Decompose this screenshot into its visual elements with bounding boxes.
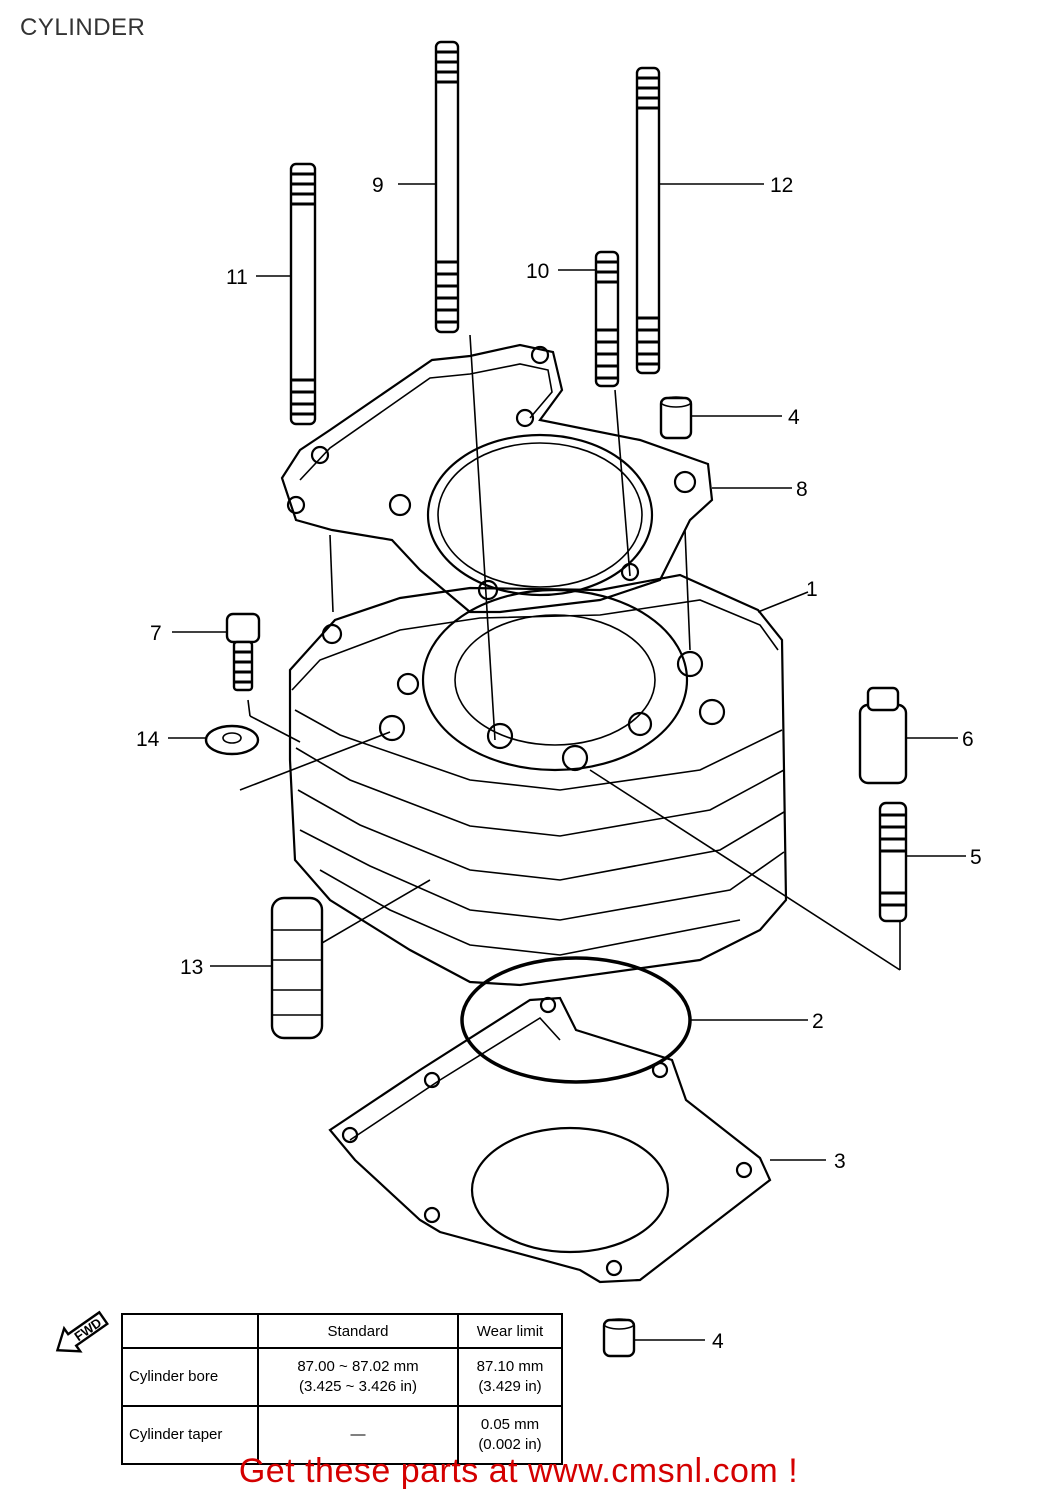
dowel-pin-4-bottom[interactable] — [602, 1318, 636, 1358]
callout-12: 12 — [770, 174, 793, 197]
page-title: CYLINDER — [20, 14, 146, 41]
row-label: Cylinder bore — [121, 1347, 259, 1407]
table-header-row: Standard Wear limit — [121, 1313, 563, 1349]
cell-wear-imperial: (3.429 in) — [478, 1378, 542, 1395]
callout-9: 9 — [372, 174, 384, 197]
callout-3: 3 — [834, 1150, 846, 1173]
dowel-6[interactable] — [858, 686, 908, 785]
cell-wear-metric: 87.10 mm — [476, 1358, 544, 1375]
callout-6: 6 — [962, 728, 974, 751]
base-gasket-3[interactable] — [328, 996, 772, 1284]
callout-13: 13 — [180, 956, 203, 979]
stud-5[interactable] — [878, 801, 908, 923]
assembly-guide-lines — [239, 334, 901, 971]
head-gasket-8[interactable] — [280, 343, 714, 614]
cell-standard-metric: — — [350, 1426, 366, 1443]
table-header-standard: Standard — [257, 1313, 459, 1349]
bolt-7[interactable] — [225, 612, 261, 692]
exploded-parts-diagram: 1 2 3 4 4 5 6 7 8 9 10 11 12 13 14 — [136, 40, 982, 1358]
row-label: Cylinder taper — [121, 1405, 259, 1465]
callout-5: 5 — [970, 846, 982, 869]
cell-wear-metric: 0.05 mm — [480, 1416, 540, 1433]
table-header-wear-limit: Wear limit — [457, 1313, 563, 1349]
callout-4-top: 4 — [788, 406, 800, 429]
cell-wear-limit: 0.05 mm (0.002 in) — [457, 1405, 563, 1465]
callout-10: 10 — [526, 260, 549, 283]
dowel-pin-4-top[interactable] — [659, 396, 693, 440]
cell-wear-limit: 87.10 mm (3.429 in) — [457, 1347, 563, 1407]
callout-14: 14 — [136, 728, 160, 751]
washer-14[interactable] — [204, 724, 260, 756]
callout-11: 11 — [226, 266, 248, 289]
stud-11[interactable] — [289, 162, 317, 426]
stud-12[interactable] — [635, 66, 661, 375]
cta-link[interactable]: Get these parts at www.cmsnl.com ! — [238, 1452, 799, 1490]
cylinder-1[interactable] — [288, 573, 788, 987]
fwd-arrow-icon: FWD — [55, 1310, 109, 1353]
callout-8: 8 — [796, 478, 808, 501]
cell-wear-imperial: (0.002 in) — [478, 1436, 542, 1453]
spec-table: Standard Wear limit Cylinder bore 87.00 … — [121, 1313, 563, 1465]
cell-standard: — — [257, 1405, 459, 1465]
table-row: Cylinder bore 87.00 ~ 87.02 mm (3.425 ~ … — [121, 1347, 563, 1407]
stud-9[interactable] — [434, 40, 460, 334]
callout-1: 1 — [806, 578, 818, 601]
cell-standard: 87.00 ~ 87.02 mm (3.425 ~ 3.426 in) — [257, 1347, 459, 1407]
callout-7: 7 — [150, 622, 162, 645]
cell-standard-metric: 87.00 ~ 87.02 mm — [297, 1358, 419, 1375]
callout-2: 2 — [812, 1010, 824, 1033]
stud-10[interactable] — [594, 250, 620, 388]
table-header-blank — [121, 1313, 259, 1349]
leader-lines — [168, 183, 966, 1341]
cell-standard-imperial: (3.425 ~ 3.426 in) — [298, 1378, 417, 1395]
callout-4-bottom: 4 — [712, 1330, 724, 1353]
table-row: Cylinder taper — 0.05 mm (0.002 in) — [121, 1405, 563, 1465]
pipe-13[interactable] — [270, 896, 324, 1040]
